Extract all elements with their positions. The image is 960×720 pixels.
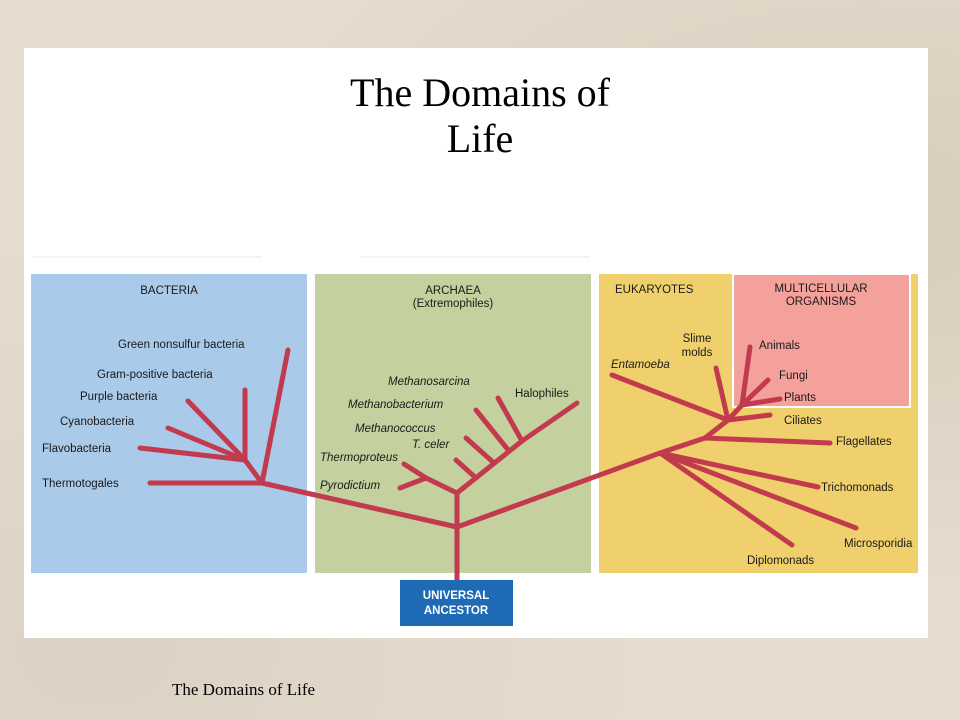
taxon-plants: Plants [784, 392, 816, 404]
taxon-methanobacterium: Methanobacterium [348, 399, 444, 411]
slide-footer: The Domains of Life [172, 680, 316, 699]
slide-title-line-1: The Domains of [350, 70, 610, 115]
branch-thermoproteus [401, 461, 429, 481]
taxon-green-nonsulfur: Green nonsulfur bacteria [118, 339, 245, 351]
bacteria-heading: BACTERIA [140, 285, 198, 297]
branch-fungi [739, 377, 771, 408]
branch-flagellates [702, 435, 833, 446]
archaea-heading: ARCHAEA [425, 285, 481, 297]
taxon-t-celer: T. celer [412, 439, 450, 451]
eukaryote-stem-branch [454, 450, 663, 530]
branch-cyanobacteria [165, 425, 248, 463]
branch-purple [185, 398, 248, 463]
branch-flavobacteria [137, 445, 248, 463]
taxon-microsporidia: Microsporidia [844, 538, 913, 550]
branch-microsporidia [657, 450, 859, 531]
branch-diplomonads [657, 450, 795, 548]
taxon-gram-positive: Gram-positive bacteria [97, 369, 213, 381]
universal-ancestor-label-line-1: UNIVERSAL [423, 590, 489, 602]
taxon-flavobacteria: Flavobacteria [42, 443, 112, 455]
branch-eukaryote-node [657, 435, 708, 456]
bacteria-stem-branch [259, 480, 460, 530]
branch-bacteria-node [242, 457, 265, 486]
taxon-fungi: Fungi [779, 370, 808, 382]
branch-t-celer [453, 457, 479, 481]
taxon-trichomonads: Trichomonads [821, 482, 894, 494]
branch-methanococcus [463, 435, 497, 466]
branch-slime-molds [713, 365, 731, 423]
slide-title: The Domains of Life [0, 70, 960, 162]
taxon-slime-molds-line-2: molds [682, 347, 713, 359]
branch-crown-node [702, 417, 731, 441]
branch-archaea-upper-stem [454, 438, 525, 496]
universal-ancestor-box [400, 580, 513, 626]
taxon-halophiles: Halophiles [515, 388, 569, 400]
taxon-pyrodictium: Pyrodictium [320, 480, 380, 492]
branch-trichomonads [657, 450, 821, 490]
branch-pyrodictium [397, 475, 429, 491]
multicellular-heading-line-1: MULTICELLULAR [774, 283, 867, 295]
branch-green-nonsulfur [259, 347, 291, 486]
taxon-thermotogales: Thermotogales [42, 478, 119, 490]
taxon-methanococcus: Methanococcus [355, 423, 436, 435]
taxon-thermoproteus: Thermoproteus [320, 452, 398, 464]
branch-methanosarcina [495, 395, 525, 444]
eukaryotes-heading: EUKARYOTES [615, 284, 694, 296]
universal-ancestor-label-line-2: ANCESTOR [424, 605, 489, 617]
taxon-entamoeba: Entamoeba [611, 359, 670, 371]
branch-multicellular-node [725, 402, 745, 423]
taxon-ciliates: Ciliates [784, 415, 822, 427]
taxon-flagellates: Flagellates [836, 436, 892, 448]
branch-methanobacterium [473, 407, 512, 454]
branch-animals [739, 344, 753, 408]
taxon-purple: Purple bacteria [80, 391, 158, 403]
taxon-methanosarcina: Methanosarcina [388, 376, 470, 388]
branch-entamoeba [609, 372, 731, 423]
archaea-subheading: (Extremophiles) [413, 298, 494, 310]
bacteria-panel [31, 274, 307, 573]
slide-title-line-2: Life [446, 116, 514, 161]
multicellular-heading-line-2: ORGANISMS [786, 296, 857, 308]
phylogenetic-branches [137, 344, 859, 583]
branch-archaea-lower-node [423, 475, 460, 496]
taxon-slime-molds-line-1: Slime [683, 333, 712, 345]
taxon-diplomonads: Diplomonads [747, 555, 814, 567]
branch-ciliates [725, 412, 773, 423]
branch-halophiles [519, 400, 580, 444]
taxon-animals: Animals [759, 340, 800, 352]
branch-plants [739, 396, 783, 408]
taxon-cyanobacteria: Cyanobacteria [60, 416, 135, 428]
